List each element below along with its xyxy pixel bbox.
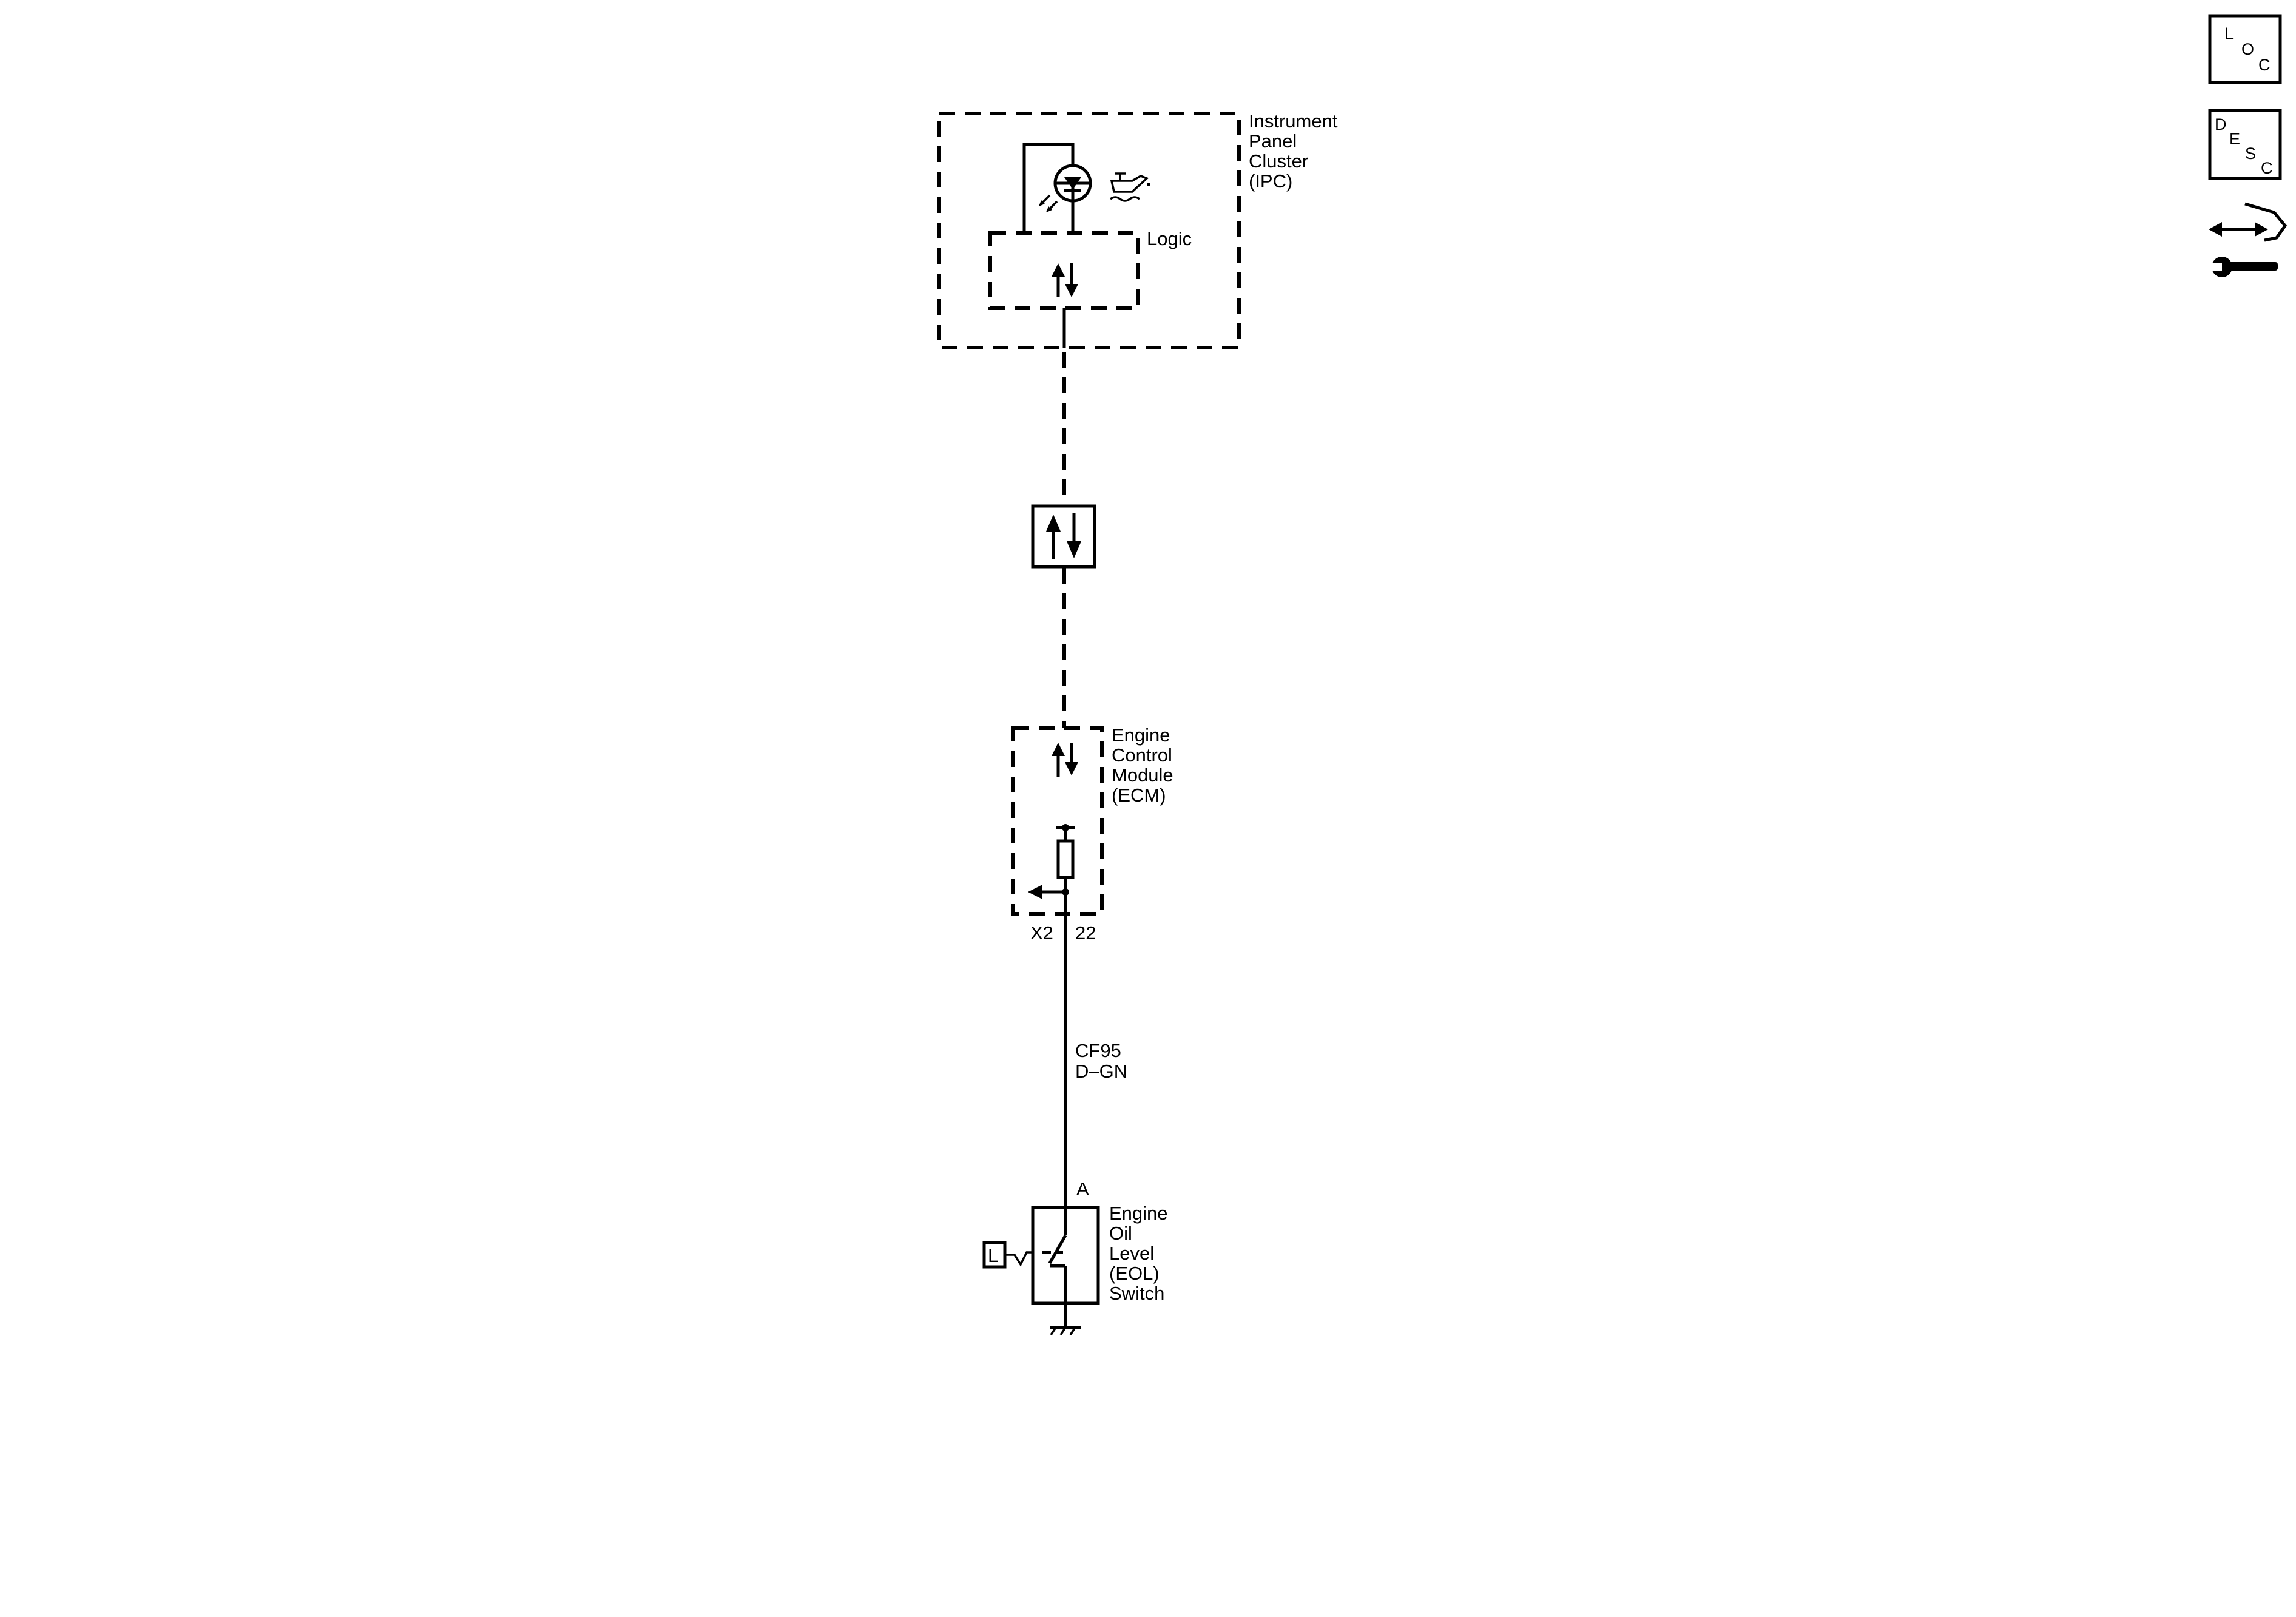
- eol-pin-label: A: [1076, 1178, 1089, 1200]
- ecm-serial-data-arrows-icon: [1052, 743, 1078, 777]
- ecm-boundary: [1011, 726, 1104, 916]
- loc-button[interactable]: L O C: [2208, 14, 2282, 84]
- wire-circuit-label: CF95: [1075, 1040, 1121, 1061]
- serial-data-symbol: [1031, 504, 1096, 569]
- ipc-boundary: [937, 112, 1241, 349]
- signal-wire: CF95 D–GN: [1064, 892, 1127, 1226]
- svg-text:E: E: [2229, 130, 2240, 148]
- level-sensor-icon: L: [982, 1241, 1032, 1269]
- svg-text:O: O: [2241, 40, 2254, 58]
- ecm-name-label: Engine Control Module (ECM): [1112, 724, 1178, 806]
- eol-name-label: Engine Oil Level (EOL) Switch: [1109, 1203, 1173, 1304]
- svg-text:D: D: [2215, 115, 2227, 133]
- svg-text:L: L: [988, 1245, 998, 1266]
- connector-repair-icon: [2209, 202, 2288, 277]
- svg-text:S: S: [2245, 144, 2256, 163]
- ipc-logic-block: [988, 231, 1140, 310]
- ipc-logic-label: Logic: [1147, 228, 1192, 249]
- serial-data-arrows-icon: [1046, 513, 1081, 559]
- ecm-pin-label: 22: [1075, 922, 1096, 944]
- ecm-input-arrow-icon: [1028, 885, 1069, 899]
- ipc-module: Logic Instrument Panel Cluster (IPC): [937, 110, 1343, 349]
- ecm-module: Engine Control Module (ECM) X2 22: [1011, 724, 1178, 944]
- oil-can-icon: [1109, 172, 1150, 202]
- svg-text:C: C: [2261, 159, 2273, 177]
- svg-text:C: C: [2258, 56, 2271, 74]
- ecm-connector-label: X2: [1030, 922, 1053, 944]
- wire-color-label: D–GN: [1075, 1061, 1127, 1082]
- eol-switch: A L Engine Oil Level (EOL) Switch: [982, 1178, 1173, 1335]
- ground-icon: [1050, 1303, 1081, 1335]
- svg-text:L: L: [2224, 24, 2234, 42]
- desc-button[interactable]: D E S C: [2208, 109, 2282, 180]
- connector-service-button[interactable]: [2209, 202, 2288, 277]
- oil-indicator-lamp-icon: [1039, 164, 1092, 212]
- serial-data-link: [1031, 308, 1096, 728]
- ecm-pullup-resistor-icon: [1056, 824, 1075, 892]
- ipc-name-label: Instrument Panel Cluster (IPC): [1249, 110, 1343, 192]
- ipc-serial-data-arrows-icon: [1052, 263, 1078, 297]
- eol-switch-contact: [1048, 1234, 1067, 1264]
- ipc-lamp-wire: [1022, 143, 1075, 233]
